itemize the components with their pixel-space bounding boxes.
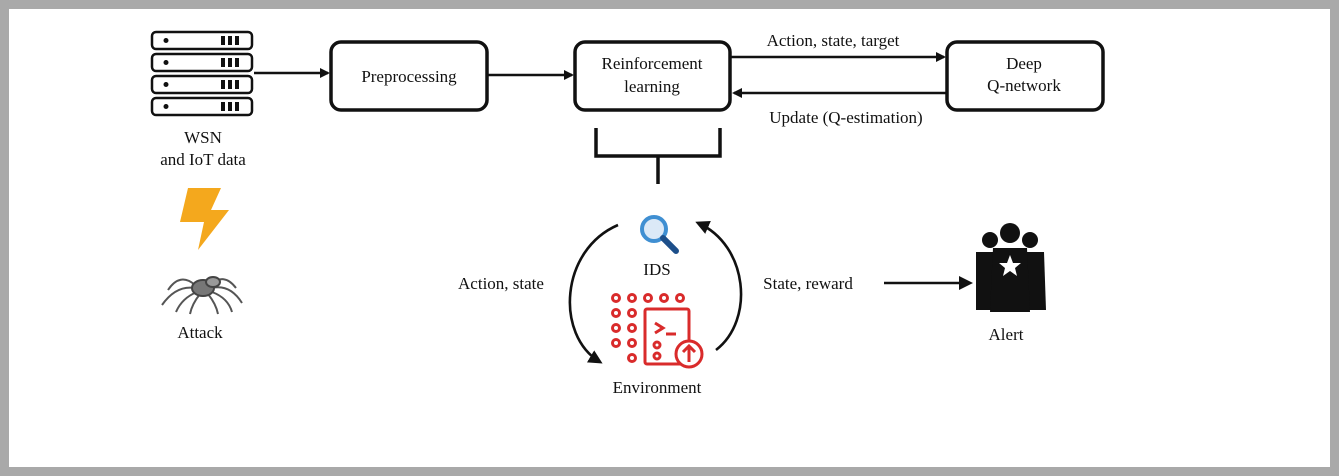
wsn-label-line1: WSN (184, 128, 222, 147)
dqn-label-line2: Q-network (987, 76, 1061, 95)
lightning-bolt-icon (180, 188, 229, 250)
ids-label: IDS (643, 260, 670, 279)
state-reward-label: State, reward (763, 274, 853, 293)
action-state-target-label: Action, state, target (767, 31, 900, 50)
environment-label: Environment (613, 378, 702, 397)
arrow-ids-to-environment (568, 223, 619, 364)
alert-label: Alert (989, 325, 1024, 344)
code-environment-icon (611, 293, 704, 369)
preprocessing-label: Preprocessing (361, 67, 457, 86)
reinforcement-learning-box (573, 40, 732, 112)
people-group-icon (976, 223, 1046, 312)
action-state-label: Action, state (458, 274, 544, 293)
rl-label-line2: learning (624, 77, 680, 96)
arrow-environment-to-ids (695, 221, 743, 352)
deep-q-network-box (945, 40, 1105, 112)
wsn-label-line2: and IoT data (160, 150, 246, 169)
rl-label-line1: Reinforcement (601, 54, 702, 73)
spider-icon (161, 276, 243, 315)
attack-label: Attack (177, 323, 223, 342)
bracket-connector (594, 128, 722, 184)
magnifying-glass-icon (640, 215, 679, 254)
update-label: Update (Q-estimation) (769, 108, 922, 127)
dqn-label-line1: Deep (1006, 54, 1042, 73)
server-stack-icon (150, 30, 254, 117)
